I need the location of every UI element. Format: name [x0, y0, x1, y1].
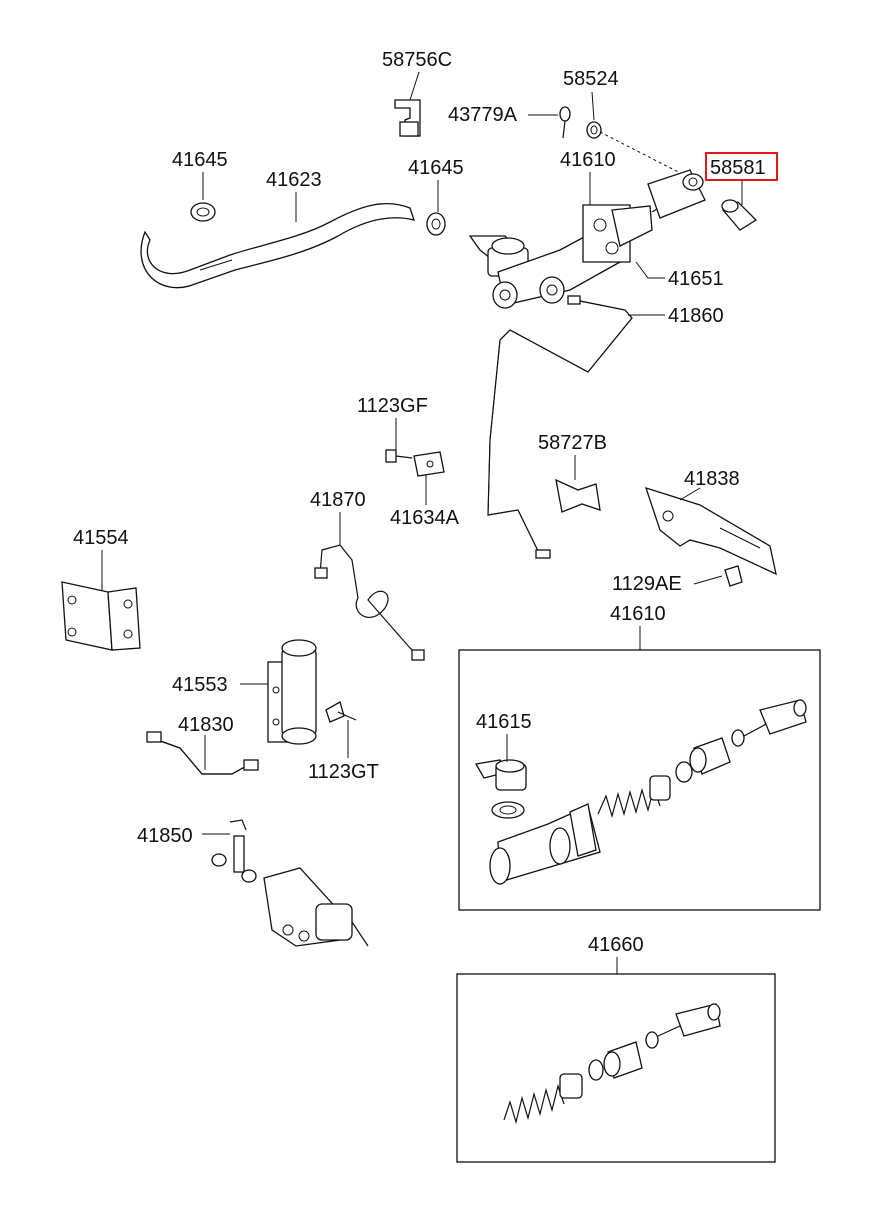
leader-lines [101, 71, 743, 974]
label-58524[interactable]: 58524 [563, 68, 619, 90]
piston-41610[interactable] [649, 761, 693, 801]
cylinder-41850[interactable] [211, 819, 369, 947]
pushrod-clevis-41610[interactable] [743, 699, 807, 737]
label-41645-left[interactable]: 41645 [172, 149, 228, 171]
label-41651[interactable]: 41651 [668, 268, 724, 290]
master-cylinder-body-41610[interactable] [489, 803, 601, 885]
spring-41610[interactable] [597, 785, 661, 819]
label-41554[interactable]: 41554 [73, 527, 129, 549]
label-58756C[interactable]: 58756C [382, 49, 452, 71]
highlight-box-58581 [705, 152, 778, 181]
clip-58756C[interactable] [394, 99, 421, 137]
clamp-41645-left[interactable] [190, 202, 216, 222]
assembly-guide-line [599, 131, 691, 179]
bracket-41838[interactable] [644, 486, 777, 576]
bolt-1123GT[interactable] [325, 701, 357, 723]
reservoir-41615[interactable] [474, 759, 527, 819]
label-41645-right[interactable]: 41645 [408, 157, 464, 179]
pin-58581[interactable] [721, 199, 758, 231]
label-41860[interactable]: 41860 [668, 305, 724, 327]
seal-41660[interactable] [588, 1059, 604, 1081]
kit-box-41660 [456, 973, 776, 1163]
bracket-41634A[interactable] [413, 451, 445, 477]
hose-41830[interactable] [146, 731, 259, 775]
clamp-41645-right[interactable] [426, 212, 446, 236]
pin-43779A[interactable] [559, 106, 571, 139]
label-41870[interactable]: 41870 [310, 489, 366, 511]
hose-41623[interactable] [140, 202, 415, 289]
boot-41660[interactable] [603, 1031, 659, 1079]
label-41634A[interactable]: 41634A [390, 507, 460, 529]
label-1123GT[interactable]: 1123GT [308, 761, 379, 783]
label-43779A[interactable]: 43779A [448, 104, 518, 126]
label-58581[interactable]: 58581 [710, 157, 766, 179]
label-41623[interactable]: 41623 [266, 169, 322, 191]
label-41660[interactable]: 41660 [588, 934, 644, 956]
pipe-41860[interactable] [487, 295, 633, 559]
label-41830[interactable]: 41830 [178, 714, 234, 736]
label-41610-box[interactable]: 41610 [610, 603, 666, 625]
clip-58727B[interactable] [555, 478, 601, 513]
label-41553[interactable]: 41553 [172, 674, 228, 696]
spring-41660[interactable] [503, 1073, 583, 1125]
boot-41610[interactable] [689, 729, 745, 775]
bolt-1123GF[interactable] [385, 449, 413, 463]
washer-58524[interactable] [586, 121, 602, 139]
label-41615[interactable]: 41615 [476, 711, 532, 733]
label-41850[interactable]: 41850 [137, 825, 193, 847]
label-58727B[interactable]: 58727B [538, 432, 607, 454]
bolt-1129AE[interactable] [724, 565, 743, 587]
label-41838[interactable]: 41838 [684, 468, 740, 490]
bracket-41554[interactable] [61, 581, 141, 651]
line-41870[interactable] [314, 544, 425, 661]
label-1129AE[interactable]: 1129AE [612, 573, 682, 595]
label-1123GF[interactable]: 1123GF [357, 395, 428, 417]
master-cylinder-41610[interactable] [468, 199, 673, 309]
pushrod-clevis-41660[interactable] [657, 1003, 721, 1037]
label-41610-top[interactable]: 41610 [560, 149, 616, 171]
cylinder-41553[interactable] [267, 639, 317, 745]
clevis-58581[interactable] [647, 169, 706, 219]
